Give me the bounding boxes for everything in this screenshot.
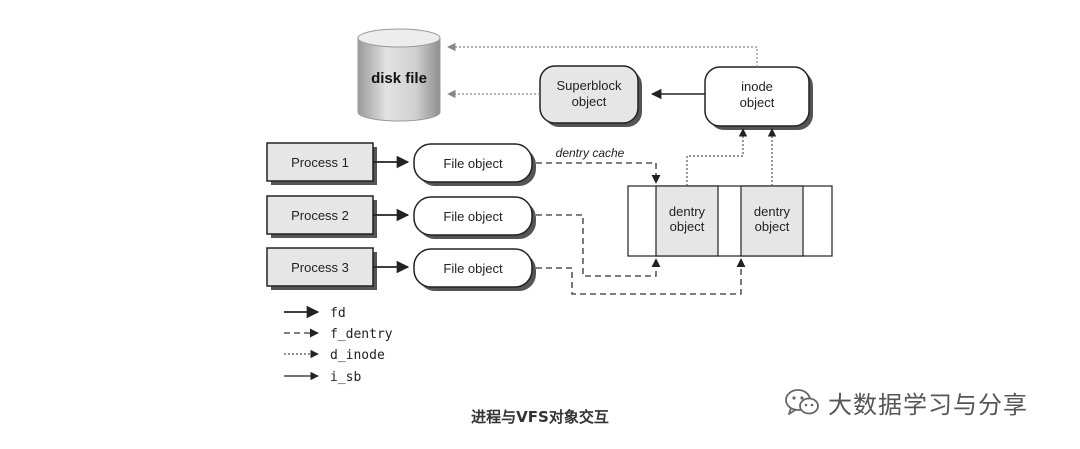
dentry-cache: dentry object dentry object <box>627 185 833 257</box>
wechat-icon <box>785 389 819 415</box>
legend: fd f_dentry d_inode i_sb <box>284 305 393 385</box>
disk-file-label: disk file <box>371 70 427 87</box>
process-3: Process 3 <box>266 247 377 290</box>
process-3-label: Process 3 <box>291 260 349 275</box>
file-object-3: File object <box>413 248 536 291</box>
superblock-label-2: object <box>572 94 607 109</box>
file-object-2-label: File object <box>443 209 503 224</box>
watermark-text: 大数据学习与分享 <box>828 390 1028 419</box>
process-1: Process 1 <box>266 142 377 185</box>
file-object-2: File object <box>413 196 536 239</box>
superblock-object: Superblock object <box>539 65 642 127</box>
file-object-1-label: File object <box>443 156 503 171</box>
legend-fd-label: fd <box>330 306 346 321</box>
process-2: Process 2 <box>266 195 377 238</box>
f-dentry-arrow-1 <box>536 162 661 184</box>
inode-object: inode object <box>704 66 813 130</box>
d-inode-arrow-1 <box>686 128 748 186</box>
dentry-cache-label: dentry cache <box>556 146 625 160</box>
legend-i-sb-label: i_sb <box>330 370 361 385</box>
process-2-label: Process 2 <box>291 208 349 223</box>
file-object-1: File object <box>413 143 536 186</box>
f-dentry-arrow-2 <box>536 214 661 277</box>
figure-caption: 进程与VFS对象交互 <box>471 408 609 426</box>
inode-disk-link <box>447 42 758 67</box>
watermark: 大数据学习与分享 <box>784 385 1028 419</box>
f-dentry-arrow-3 <box>536 258 746 295</box>
dentry-2-label-2: object <box>755 219 790 234</box>
dentry-1-label-1: dentry <box>669 204 706 219</box>
dentry-2-label-1: dentry <box>754 204 791 219</box>
legend-d-inode-label: d_inode <box>330 348 385 363</box>
process-1-label: Process 1 <box>291 155 349 170</box>
inode-label-1: inode <box>741 79 773 94</box>
inode-label-2: object <box>740 95 775 110</box>
superblock-label-1: Superblock <box>556 78 622 93</box>
disk-file: disk file <box>357 28 441 122</box>
dentry-1-label-2: object <box>670 219 705 234</box>
legend-f-dentry-label: f_dentry <box>330 327 393 342</box>
file-object-3-label: File object <box>443 261 503 276</box>
